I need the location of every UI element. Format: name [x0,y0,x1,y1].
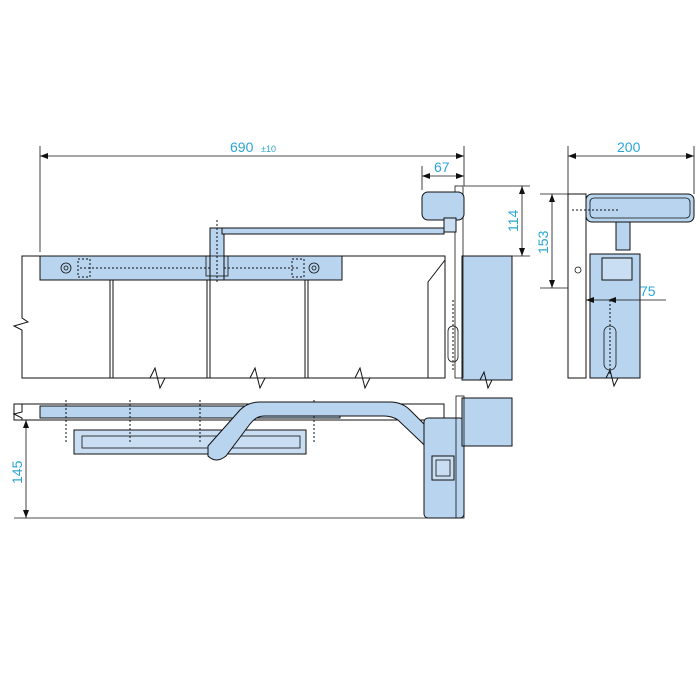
closer-arm [221,227,445,235]
mount-screw [308,262,320,274]
frame-stop [454,185,464,379]
plan-shoe [431,455,455,481]
leaf-edge [425,255,446,379]
dim-side-width: 200 [617,139,641,155]
side-bracket [601,257,633,281]
mount-screw-core [63,265,69,271]
break-mark [354,366,371,390]
side-spindle [615,221,631,251]
mount-screw-core [311,265,317,271]
side-arm-inner [589,197,691,219]
plan-frame-block [461,397,513,447]
break-mark [249,366,266,390]
break-mark [605,368,619,388]
break-mark [479,370,493,390]
dimension-lines [14,146,695,519]
dim-side-height: 153 [535,230,551,254]
side-arm-head [585,193,695,223]
arm-shoe [443,217,457,233]
arm-head [421,191,465,221]
break-mark [149,366,166,390]
slot-dashed [291,258,305,278]
dim-overall-tolerance: ±10 [261,144,276,154]
dim-head-height: 114 [505,209,521,232]
plan-housing-inner [81,435,301,449]
front-elevation [12,185,513,390]
plan-view [12,395,513,519]
side-screw [574,266,582,274]
plan-frame-stop [455,395,465,519]
dim-plan-depth: 145 [9,460,25,484]
dim-side-offset: 75 [640,283,656,299]
frame-column [461,255,513,381]
plan-break [12,404,23,420]
plan-shoe-inner [435,459,451,477]
plan-closer-housing [73,429,307,455]
plan-arm [207,401,441,462]
side-elevation [567,193,695,388]
side-frame [567,193,587,379]
dimension-labels: 690 ±10 67 114 200 153 75 145 [9,139,656,484]
dim-arm-offset: 67 [434,159,450,175]
dim-overall-width: 690 [230,139,254,155]
mount-screw [60,262,72,274]
